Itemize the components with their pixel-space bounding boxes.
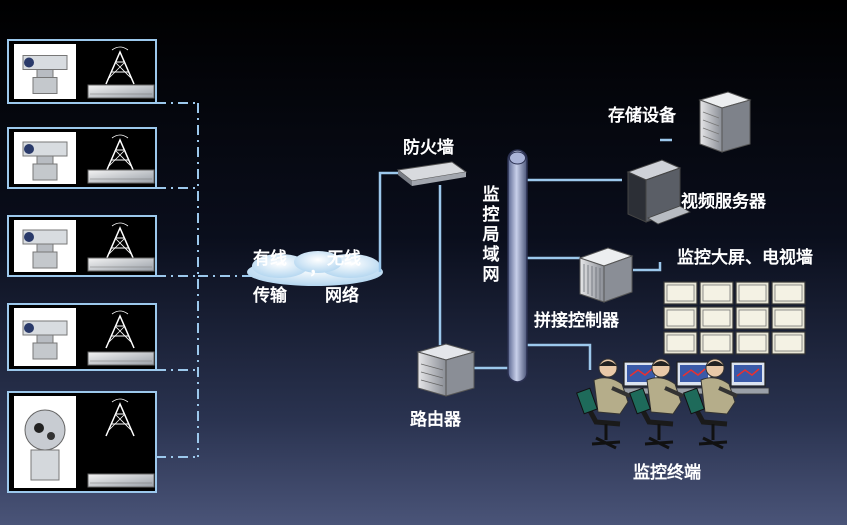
pan-tilt-camera-icon: [22, 229, 68, 269]
camera-site-box: [7, 39, 157, 104]
video-server-device: [626, 159, 691, 225]
tv-screen-icon: [735, 306, 770, 330]
tv-screen-icon: [663, 281, 698, 305]
network-cloud: [247, 251, 383, 286]
tv-screen-icon: [771, 306, 806, 330]
monitor-lan-label: 监控局域网: [482, 185, 500, 285]
wired-label-line2: 传输: [253, 286, 287, 306]
camera-site-box: [7, 215, 157, 277]
monitoring-terminals: [576, 358, 770, 450]
antenna-tower-icon: [105, 46, 135, 85]
splice-controller-label: 拼接控制器: [534, 311, 619, 331]
tv-screen-icon: [771, 331, 806, 355]
tv-screen-icon: [735, 331, 770, 355]
splice-controller-device: [578, 247, 634, 303]
antenna-tower-icon: [105, 398, 135, 437]
router-label: 路由器: [410, 410, 461, 430]
transmitter-icon: [87, 473, 155, 488]
video-server-label: 视频服务器: [681, 192, 766, 212]
storage-label: 存储设备: [608, 106, 676, 126]
transmitter-icon: [87, 257, 155, 272]
tv-screen-icon: [663, 331, 698, 355]
antenna-tower-icon: [105, 310, 135, 349]
video-wall: [663, 281, 806, 355]
camera-site-box: [7, 127, 157, 189]
camera-site-box: [7, 391, 157, 493]
tv-screen-icon: [699, 331, 734, 355]
wired-label-line1: 有线: [253, 249, 287, 269]
tv-screen-icon: [735, 281, 770, 305]
transmitter-icon: [87, 169, 155, 184]
transmitter-icon: [87, 84, 155, 99]
terminal-label: 监控终端: [633, 463, 701, 483]
lan-backbone: [507, 149, 528, 383]
operator-icon: [576, 358, 663, 450]
separator-comma: ，: [309, 259, 326, 279]
wireless-label-line1: 无线: [327, 249, 361, 269]
transmitter-icon: [87, 351, 155, 366]
operator-icon: [683, 358, 770, 450]
tv-screen-icon: [699, 281, 734, 305]
antenna-tower-icon: [105, 222, 135, 261]
antenna-tower-icon: [105, 134, 135, 173]
pan-tilt-camera-icon: [22, 141, 68, 181]
pan-tilt-camera-icon: [22, 320, 68, 360]
big-screen-label: 监控大屏、电视墙: [677, 248, 813, 268]
storage-device: [698, 91, 752, 153]
firewall-label: 防火墙: [403, 138, 454, 158]
tv-screen-icon: [771, 281, 806, 305]
dome-camera-icon: [24, 409, 66, 481]
tv-screen-icon: [663, 306, 698, 330]
wireless-label-line2: 网络: [325, 286, 359, 306]
router-device: [416, 343, 476, 397]
tv-screen-icon: [699, 306, 734, 330]
pan-tilt-camera-icon: [22, 55, 68, 94]
firewall-device: [396, 161, 468, 186]
camera-site-box: [7, 303, 157, 371]
